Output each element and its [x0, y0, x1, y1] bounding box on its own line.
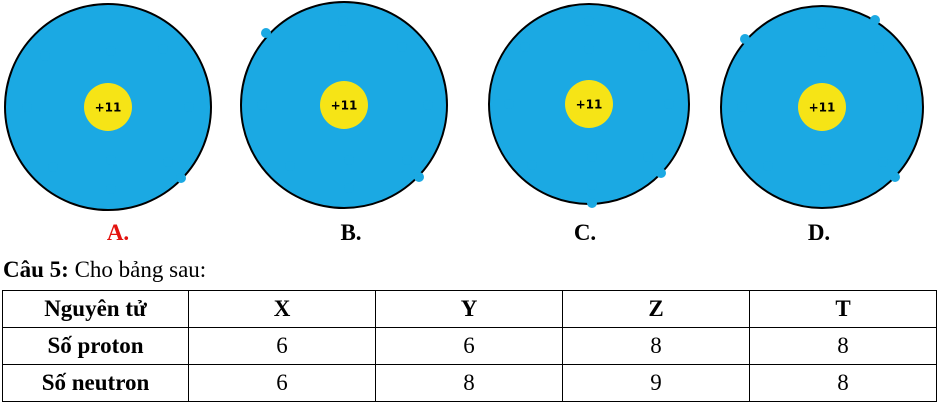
option-d-label: D. [807, 220, 831, 245]
table-cell: 6 [188, 327, 376, 365]
data-table: Nguyên tử X Y Z T Số proton 6 6 8 8 Số n… [2, 290, 937, 402]
table-header-cell: Y [375, 290, 563, 328]
table-header-cell: Z [562, 290, 750, 328]
nucleus-charge: +11 [576, 98, 603, 112]
atom-diagrams: +11 +11 [4, 1, 924, 211]
option-b-label: B. [340, 220, 362, 245]
table-cell: 6 [375, 327, 563, 365]
question-5: Câu 5: Cho bảng sau: [3, 257, 206, 283]
option-a-label: A. [106, 220, 130, 245]
nucleus [320, 81, 368, 129]
question-number: Câu 5: [3, 257, 69, 282]
atom-diagram-b: +11 [240, 1, 448, 209]
table-cell: 8 [749, 327, 937, 365]
nucleus-charge: +11 [95, 101, 122, 115]
nucleus [84, 83, 132, 131]
table-cell: 8 [375, 364, 563, 402]
table-cell: 6 [188, 364, 376, 402]
table-header-cell: Nguyên tử [2, 290, 189, 328]
nucleus-charge: +11 [331, 99, 358, 113]
row-label: Số neutron [2, 364, 189, 402]
table-header-cell: X [188, 290, 376, 328]
question-text: Cho bảng sau: [68, 257, 207, 282]
nucleus [798, 83, 846, 131]
table-cell: 8 [562, 327, 750, 365]
table-header-cell: T [749, 290, 937, 328]
table-row: Số proton 6 6 8 8 [2, 327, 937, 365]
table-row: Số neutron 6 8 9 8 [2, 364, 937, 402]
atom-diagram-a: +11 [4, 3, 212, 211]
row-label: Số proton [2, 327, 189, 365]
nucleus-charge: +11 [809, 101, 836, 115]
atom-diagram-d: +11 [720, 5, 924, 209]
table-header-row: Nguyên tử X Y Z T [2, 290, 937, 328]
nucleus [565, 80, 613, 128]
table-cell: 9 [562, 364, 750, 402]
atom-diagram-c: +11 [488, 3, 690, 208]
option-c-label: C. [573, 220, 597, 245]
table-cell: 8 [749, 364, 937, 402]
